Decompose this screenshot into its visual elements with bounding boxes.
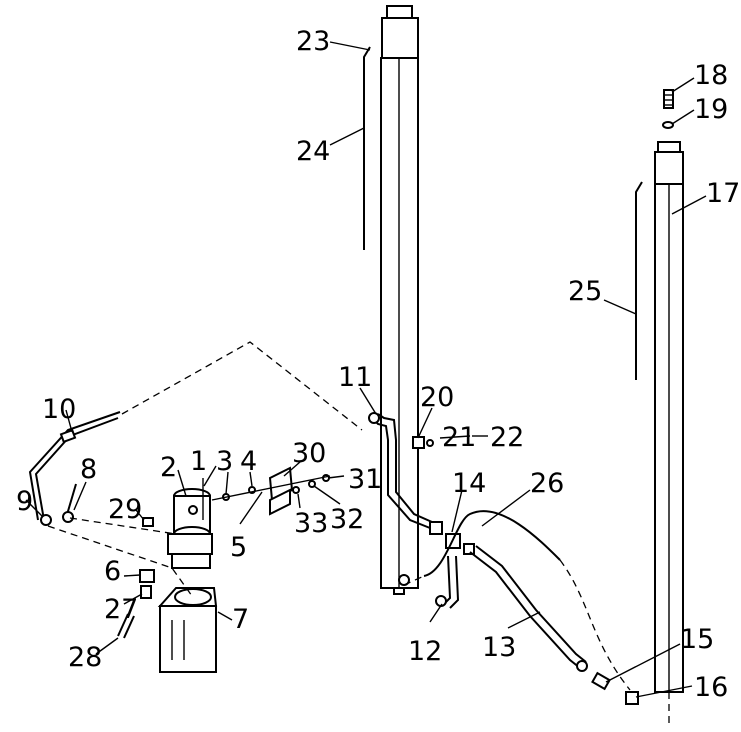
cylinder-left-cap-top: [386, 5, 413, 19]
dash-8-to-power: [69, 517, 177, 535]
callout-29: 29: [108, 494, 142, 525]
manifold-base: [171, 553, 211, 569]
fitting-15: [591, 671, 611, 691]
reservoir-body: [159, 605, 217, 673]
hose-10-b: [28, 411, 121, 521]
dipstick-28: [117, 613, 129, 637]
cylinder-left-foot: [393, 587, 405, 595]
callout-8: 8: [80, 454, 97, 485]
callout-10: 10: [42, 394, 76, 425]
fitting-13: [576, 660, 588, 672]
hose-26-continue: [559, 559, 631, 691]
hose-13-a: [469, 551, 581, 669]
dash-hose-10-to-11: [121, 341, 363, 431]
cylinder-left: [380, 5, 419, 595]
dash-port: [403, 575, 425, 586]
mount-axis: [211, 475, 331, 501]
leader-lines: [25, 41, 707, 698]
callout-30: 30: [292, 438, 326, 469]
callout-6: 6: [104, 556, 121, 587]
hose-10-ferrule: [59, 428, 77, 444]
washer-32: [308, 480, 316, 488]
rod-24: [363, 46, 371, 250]
callout-9: 9: [16, 486, 33, 517]
callout-28: 28: [68, 642, 102, 673]
callout-17: 17: [706, 178, 740, 209]
callout-12: 12: [408, 636, 442, 667]
callout-1: 1: [190, 446, 207, 477]
breather-27: [140, 585, 152, 599]
fitting-14a: [429, 521, 443, 535]
callout-5: 5: [230, 532, 247, 563]
filter-29: [142, 517, 154, 527]
callout-32: 32: [330, 504, 364, 535]
bleed-screw: [662, 89, 674, 129]
callout-21: 21: [442, 422, 476, 453]
callout-11: 11: [338, 362, 372, 393]
callout-19: 19: [694, 94, 728, 125]
callout-22: 22: [490, 422, 524, 453]
fitting-8: [62, 511, 74, 523]
manifold-block: [167, 533, 213, 555]
cylinder-left-head: [381, 17, 419, 59]
fitting-9: [40, 514, 52, 526]
hose-10-a: [34, 417, 119, 521]
callout-4: 4: [240, 446, 257, 477]
washer: [662, 121, 674, 129]
callout-24: 24: [296, 136, 330, 167]
fitting-21: [426, 439, 434, 447]
callout-15: 15: [680, 624, 714, 655]
hose-26: [423, 510, 561, 577]
bracket-30-foot: [269, 488, 291, 516]
cap-6: [139, 569, 155, 583]
callout-16: 16: [694, 672, 728, 703]
hose-12-b: [449, 555, 460, 609]
nut-33: [292, 486, 300, 494]
motor-terminal: [188, 505, 198, 515]
callout-27: 27: [104, 594, 138, 625]
callout-2: 2: [160, 452, 177, 483]
callout-26: 26: [530, 468, 564, 499]
callout-7: 7: [232, 604, 249, 635]
fitting-16: [625, 691, 639, 705]
hose-13-b: [475, 545, 587, 663]
rod-25: [635, 181, 643, 380]
callout-13: 13: [482, 632, 516, 663]
fitting-11: [368, 412, 380, 424]
callout-33: 33: [294, 508, 328, 539]
hose-11-outer: [371, 417, 431, 529]
callout-31: 31: [348, 464, 382, 495]
fitting-14b: [463, 543, 475, 555]
cylinder-right: [654, 141, 684, 725]
callout-20: 20: [420, 382, 454, 413]
callout-14: 14: [452, 468, 486, 499]
callout-3: 3: [216, 446, 233, 477]
cylinder-right-cap-top: [657, 141, 681, 153]
reservoir-neck: [174, 588, 212, 606]
callout-25: 25: [568, 276, 602, 307]
callout-18: 18: [694, 60, 728, 91]
callout-labels: 9 8 10 29 2 1 3 4 5 30 31 32 33 6 27 28 …: [16, 26, 740, 703]
callout-23: 23: [296, 26, 330, 57]
power-unit: [117, 478, 218, 673]
cylinder-right-head: [654, 151, 684, 185]
hose-11-inner: [377, 413, 433, 523]
fitting-20: [412, 436, 425, 449]
bleed-screw-body: [663, 89, 674, 109]
